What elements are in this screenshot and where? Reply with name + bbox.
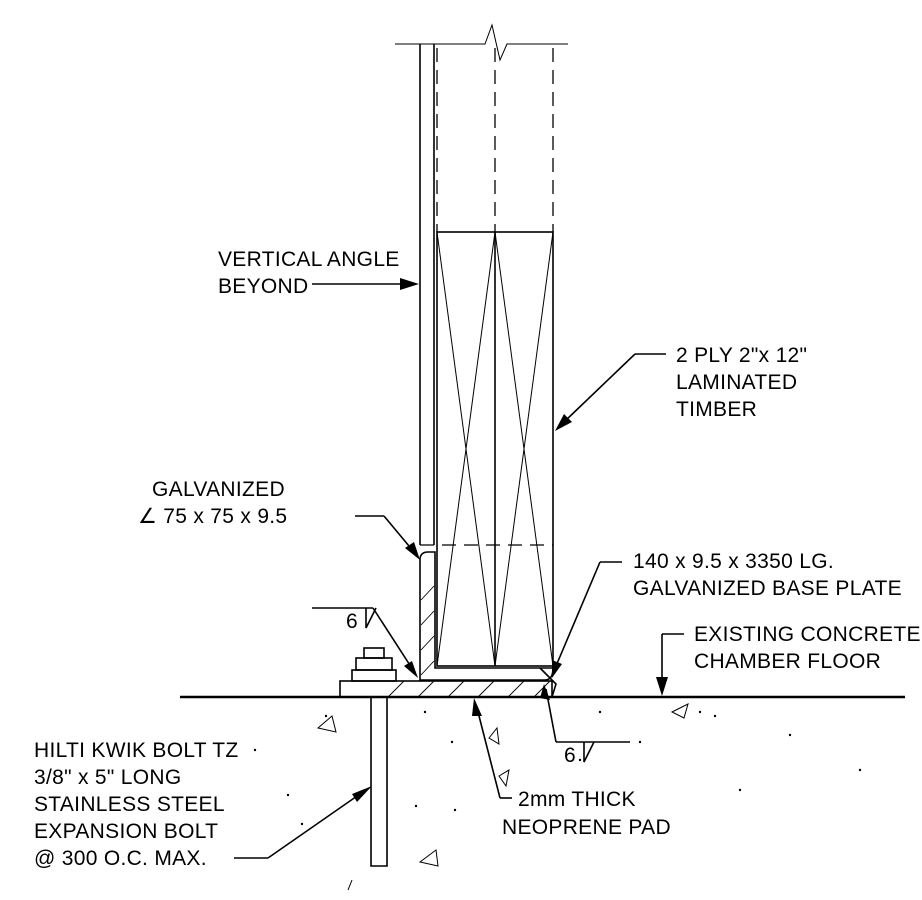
concrete-line-1: EXISTING CONCRETE: [694, 623, 921, 646]
label-vertical-angle: VERTICAL ANGLE BEYOND: [218, 248, 419, 298]
weld-size-lower: 6: [564, 744, 576, 767]
bolt-line-1: HILTI KWIK BOLT TZ: [34, 739, 239, 762]
weld-symbol-upper: 6: [312, 607, 418, 678]
vertical-angle: [419, 44, 435, 545]
break-line: [395, 23, 568, 62]
angle-line-1: GALVANIZED: [152, 478, 285, 501]
bolt-line-4: EXPANSION BOLT: [34, 820, 218, 843]
concrete-line-2: CHAMBER FLOOR: [694, 650, 881, 673]
label-galvanized-angle: GALVANIZED ∠ 75 x 75 x 9.5: [138, 478, 420, 560]
anchor-bolt: [351, 647, 397, 867]
weld-symbol-lower: 6: [540, 684, 630, 767]
label-base-plate: 140 x 9.5 x 3350 LG. GALVANIZED BASE PLA…: [552, 550, 902, 678]
base-plate-line-2: GALVANIZED BASE PLATE: [633, 577, 902, 600]
base-plate: [339, 667, 557, 698]
label-laminated-timber: 2 PLY 2"x 12" LAMINATED TIMBER: [555, 344, 807, 431]
timber-line-2: LAMINATED: [676, 371, 797, 394]
angle-line-2: ∠ 75 x 75 x 9.5: [138, 505, 287, 528]
timber-line-3: TIMBER: [676, 398, 757, 421]
neoprene-line-2: NEOPRENE PAD: [502, 816, 671, 839]
vertical-angle-line-1: VERTICAL ANGLE: [218, 248, 400, 271]
label-anchor-bolt: HILTI KWIK BOLT TZ 3/8" x 5" LONG STAINL…: [34, 739, 372, 870]
galvanized-angle: [419, 551, 554, 681]
neoprene-line-1: 2mm THICK: [518, 788, 636, 811]
label-concrete-floor: EXISTING CONCRETE CHAMBER FLOOR: [656, 623, 921, 696]
bolt-line-3: STAINLESS STEEL: [34, 793, 225, 816]
weld-size-upper: 6: [346, 610, 358, 633]
timber-line-1: 2 PLY 2"x 12": [676, 344, 807, 367]
hidden-timber-lines: [436, 48, 554, 232]
label-neoprene-pad: 2mm THICK NEOPRENE PAD: [472, 698, 671, 839]
laminated-timber: [420, 231, 554, 667]
bolt-line-5: @ 300 O.C. MAX.: [34, 847, 207, 870]
bolt-line-2: 3/8" x 5" LONG: [34, 766, 182, 789]
base-plate-line-1: 140 x 9.5 x 3350 LG.: [633, 550, 834, 573]
vertical-angle-line-2: BEYOND: [218, 275, 309, 298]
